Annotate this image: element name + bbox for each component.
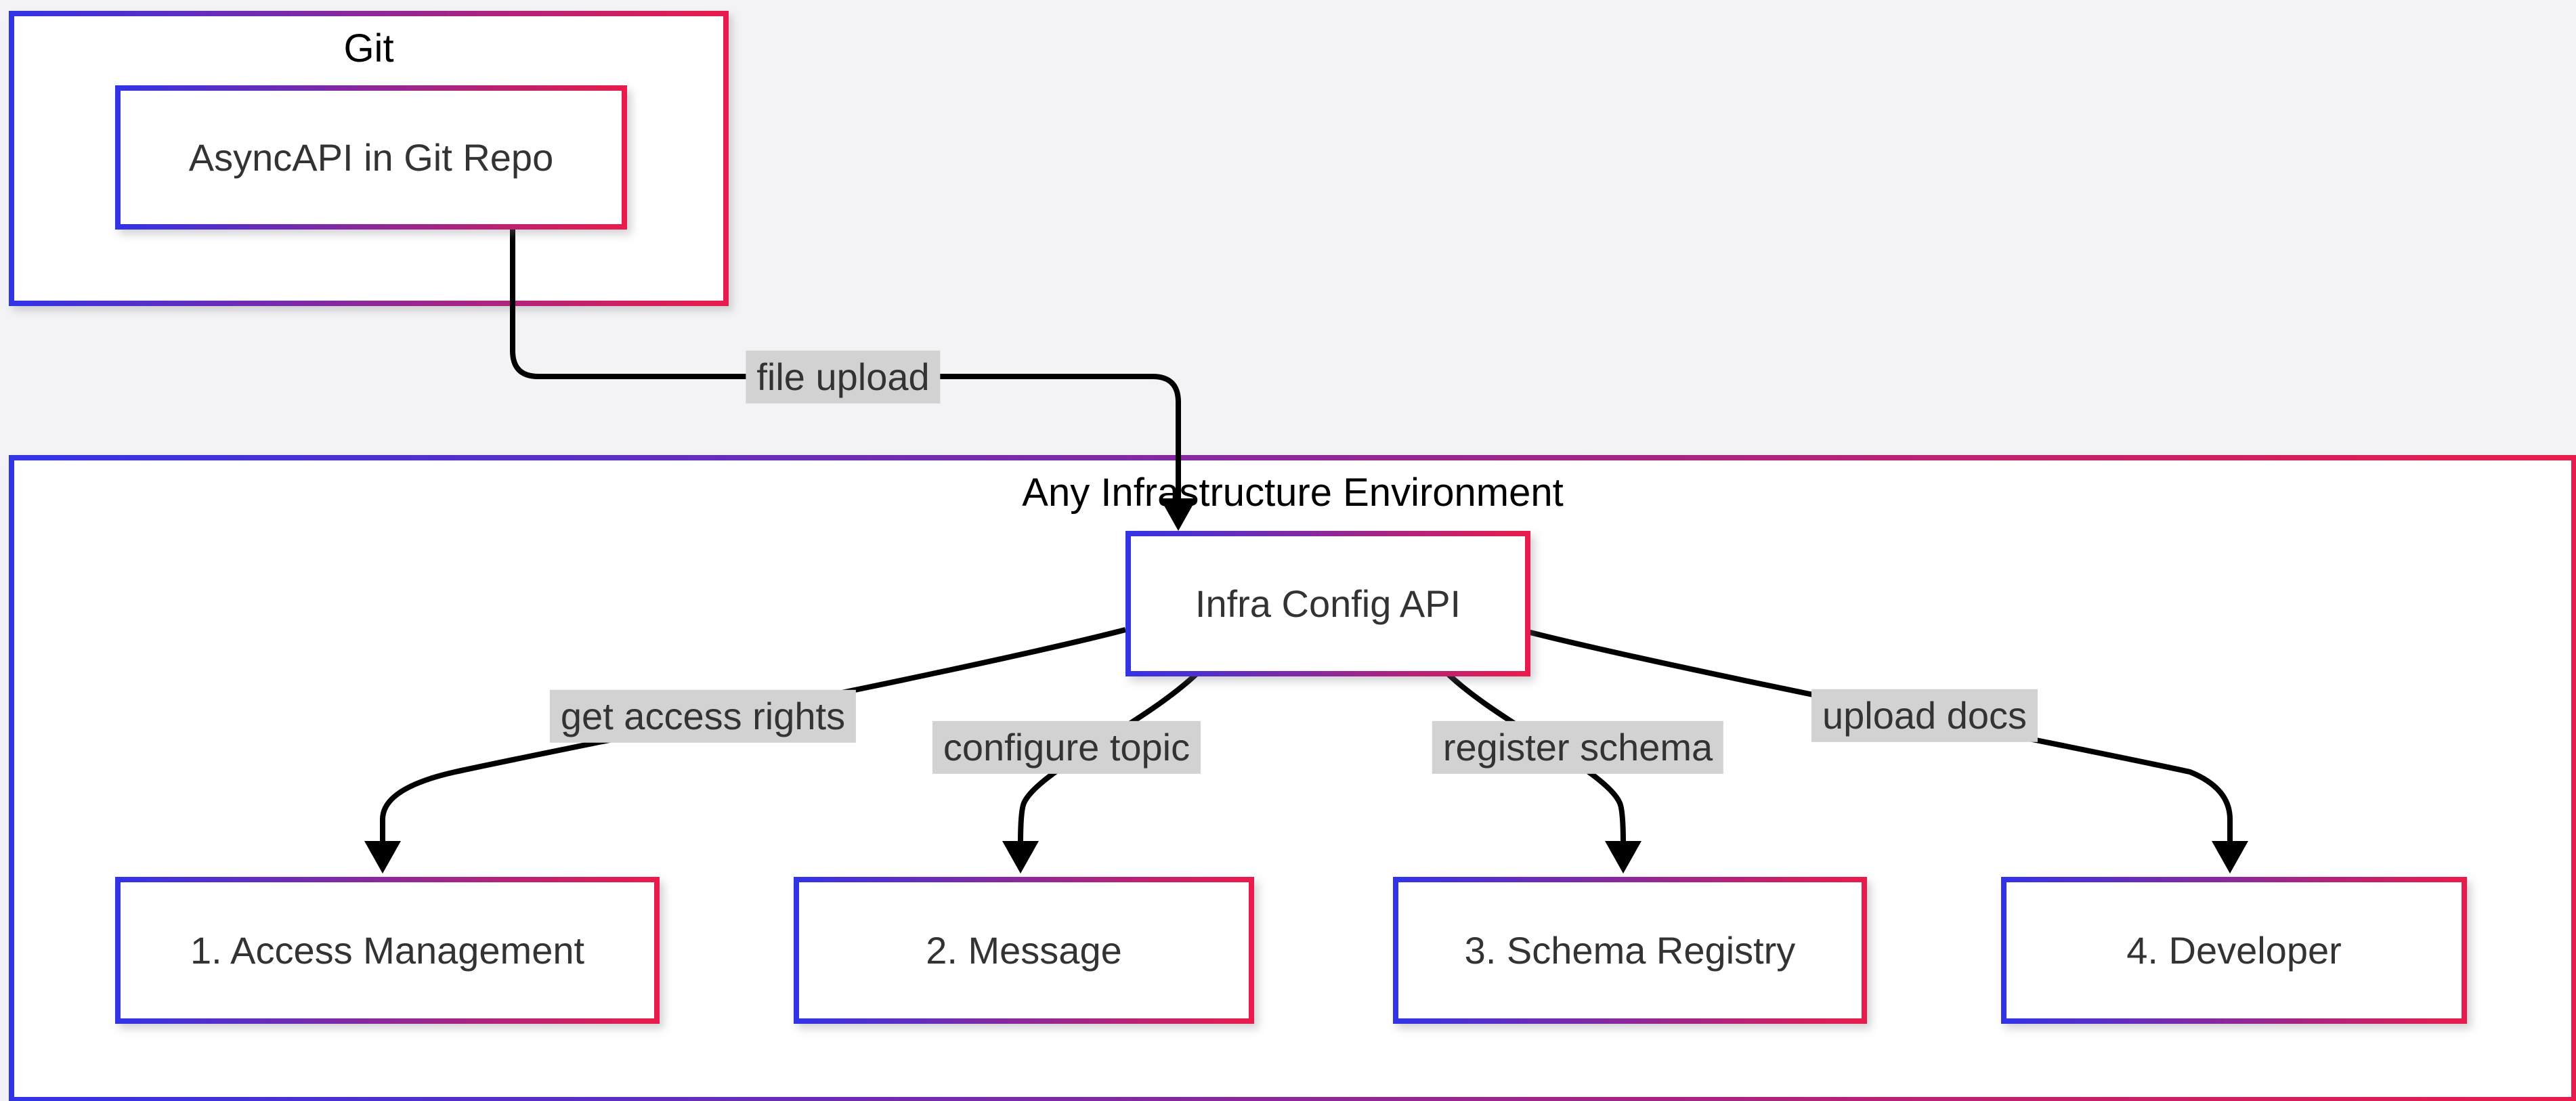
arrowhead-icon [2212, 841, 2248, 873]
edge-label-upload-docs: upload docs [1811, 689, 2038, 743]
cluster-git-title: Git [343, 26, 394, 70]
node-schema-registry-label: 3. Schema Registry [1464, 928, 1796, 972]
edge-label-configure-topic: configure topic [932, 720, 1201, 775]
arrowhead-icon [1002, 841, 1039, 873]
arrowhead-icon [1160, 498, 1197, 531]
node-schema-registry: 3. Schema Registry [1393, 877, 1867, 1024]
arrowhead-icon [1605, 841, 1641, 873]
edge-upload-docs-path [1518, 627, 2233, 844]
node-developer: 4. Developer [2001, 877, 2467, 1024]
node-message: 2. Message [794, 877, 1254, 1024]
arrowhead-icon [364, 841, 401, 873]
edge-get-access-rights-path [380, 627, 1127, 844]
edge-register-schema-path [1438, 664, 1626, 844]
node-developer-label: 4. Developer [2126, 928, 2342, 972]
node-access-management: 1. Access Management [115, 877, 660, 1024]
node-infra-config-api-label: Infra Config API [1195, 582, 1461, 625]
node-message-label: 2. Message [926, 928, 1122, 972]
node-access-management-label: 1. Access Management [190, 928, 585, 972]
node-infra-config-api: Infra Config API [1125, 531, 1530, 676]
edge-label-get-access-rights: get access rights [549, 689, 857, 743]
edge-label-file-upload: file upload [746, 350, 941, 404]
edge-label-register-schema: register schema [1432, 720, 1724, 775]
node-asyncapi-in-git-repo: AsyncAPI in Git Repo [115, 85, 627, 230]
cluster-infra-environment-title: Any Infrastructure Environment [1022, 471, 1564, 515]
edge-configure-topic-path [1018, 664, 1207, 844]
node-asyncapi-in-git-repo-label: AsyncAPI in Git Repo [188, 135, 554, 179]
